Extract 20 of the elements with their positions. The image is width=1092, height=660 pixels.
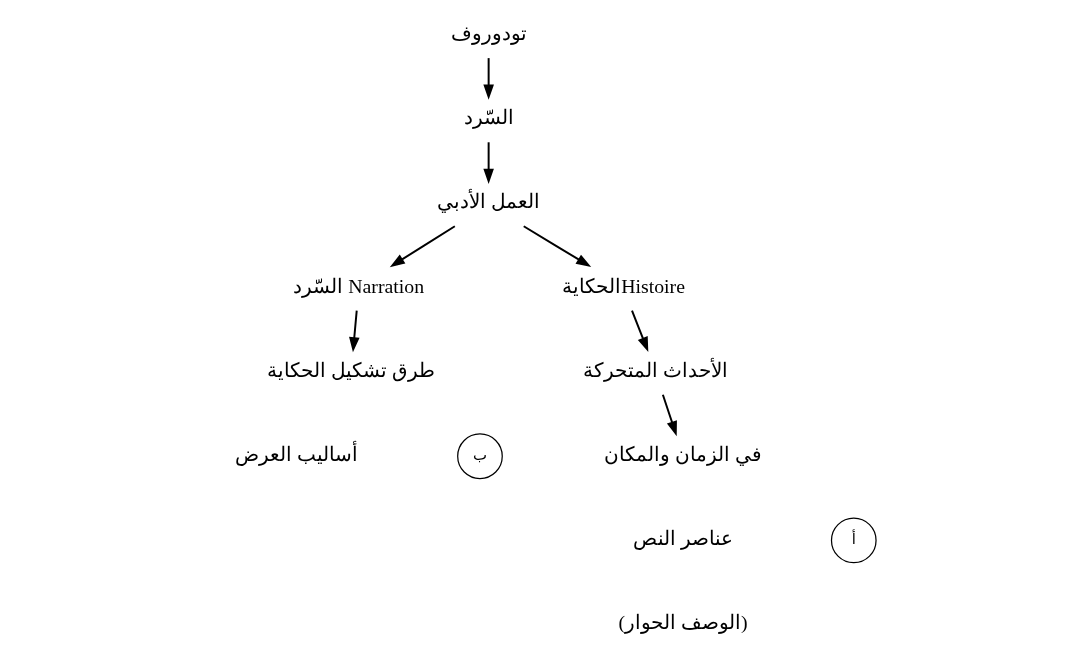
arrow xyxy=(389,225,456,268)
node-text: أساليب العرض xyxy=(234,442,358,465)
arrow xyxy=(482,141,494,184)
arrow xyxy=(522,225,591,268)
node-text: الأحداث المتحركة xyxy=(582,358,728,381)
node-text: السّرد Narration xyxy=(292,274,424,297)
node-text: الحكايةHistoire xyxy=(561,274,685,297)
node-circle: ب xyxy=(456,433,503,480)
arrow xyxy=(482,57,494,100)
node-text: السّرد xyxy=(463,106,514,129)
node-text: تودوروف xyxy=(450,22,527,45)
node-text: في الزمان والمكان xyxy=(603,442,762,465)
node-text: طرق تشكيل الحكاية xyxy=(266,358,435,381)
node-text: عناصر النص xyxy=(632,527,733,550)
node-text: (الوصف الحوار) xyxy=(617,611,748,634)
arrow xyxy=(661,393,677,437)
node-circle: أ xyxy=(830,517,877,564)
arrow xyxy=(348,309,360,353)
node-text: العمل الأدبي xyxy=(436,190,540,213)
arrow xyxy=(630,309,648,353)
